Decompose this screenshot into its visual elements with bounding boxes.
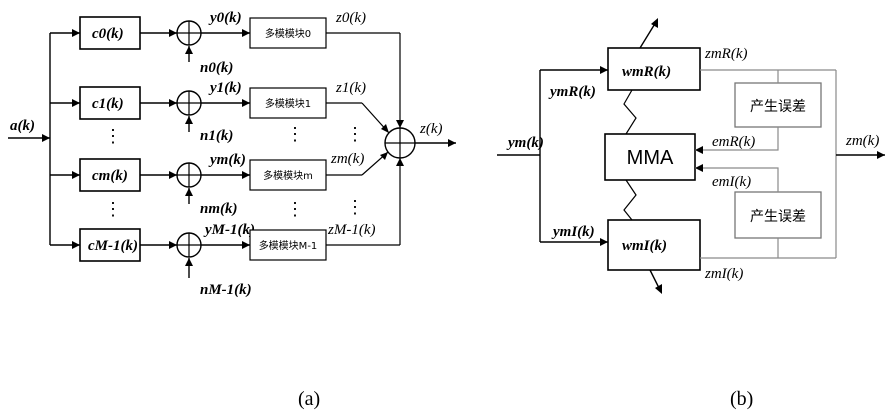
input-label: a(k) [10,118,35,134]
input-arrow [42,134,50,142]
mma-label: MMA [627,147,674,169]
error-gen-label-i: 产生误差 [750,209,806,225]
zi-label: zmI(k) [704,266,743,282]
y-label-M-1: yM-1(k) [203,222,255,238]
module-label-1: 多模模块1 [265,97,311,110]
b-input-label: ym(k) [506,135,544,151]
ellipsis-coef-1: ⋮ [104,126,122,146]
panel-b: ym(k) ymR(k) ymI(k) wmR(k) MMA wmI(k) zm… [497,18,885,410]
module-label-0: 多模模块0 [265,27,311,40]
b-output-label: zm(k) [845,133,879,149]
branch-m: cm(k) nm(k) ym(k) 多模模块m zm(k) [50,151,388,217]
panel-a: a(k) c0(k) n0(k) y0(k) 多模模块0 z0( [8,10,456,410]
z-label-1: z1(k) [335,80,366,96]
err-r-label: emR(k) [712,134,755,150]
zr-label: zmR(k) [704,46,747,62]
module-label-M-1: 多模模块M-1 [259,239,318,252]
filter-r-label: wmR(k) [622,64,671,80]
noise-label-0: n0(k) [200,60,233,76]
z-label-0: z0(k) [335,10,366,26]
filter-i-label: wmI(k) [622,238,667,254]
noise-label-m: nm(k) [200,201,238,217]
upper-input-label: ymR(k) [548,84,596,100]
coef-label-0: c0(k) [92,26,124,42]
link-mma-i [624,180,636,220]
noise-label-1: n1(k) [200,128,233,144]
error-gen-label-r: 产生误差 [750,99,806,115]
ellipsis-coef-2: ⋮ [104,199,122,219]
caption-a: (a) [298,388,320,410]
ellipsis-module-1: ⋮ [286,124,304,144]
coef-label-M-1: cM-1(k) [88,238,138,254]
ellipsis-module-2: ⋮ [286,199,304,219]
y-label-m: ym(k) [208,152,246,168]
lower-input-label: ymI(k) [551,224,595,240]
y-label-1: y1(k) [208,80,242,96]
coef-label-1: c1(k) [92,96,124,112]
z-label-m: zm(k) [330,151,364,167]
ellipsis-z-1: ⋮ [346,124,364,144]
module-label-m: 多模模块m [263,169,313,182]
link-r-mma [624,90,636,134]
coef-label-m: cm(k) [92,168,128,184]
output-label: z(k) [419,121,443,137]
y-label-0: y0(k) [208,10,242,26]
noise-label-M-1: nM-1(k) [200,282,252,298]
err-i-label: emI(k) [712,174,751,190]
z-label-M-1: zM-1(k) [327,222,375,238]
ellipsis-z-2: ⋮ [346,197,364,217]
caption-b: (b) [730,388,753,410]
branch-1: c1(k) n1(k) y1(k) 多模模块1 z1(k) [50,80,389,144]
